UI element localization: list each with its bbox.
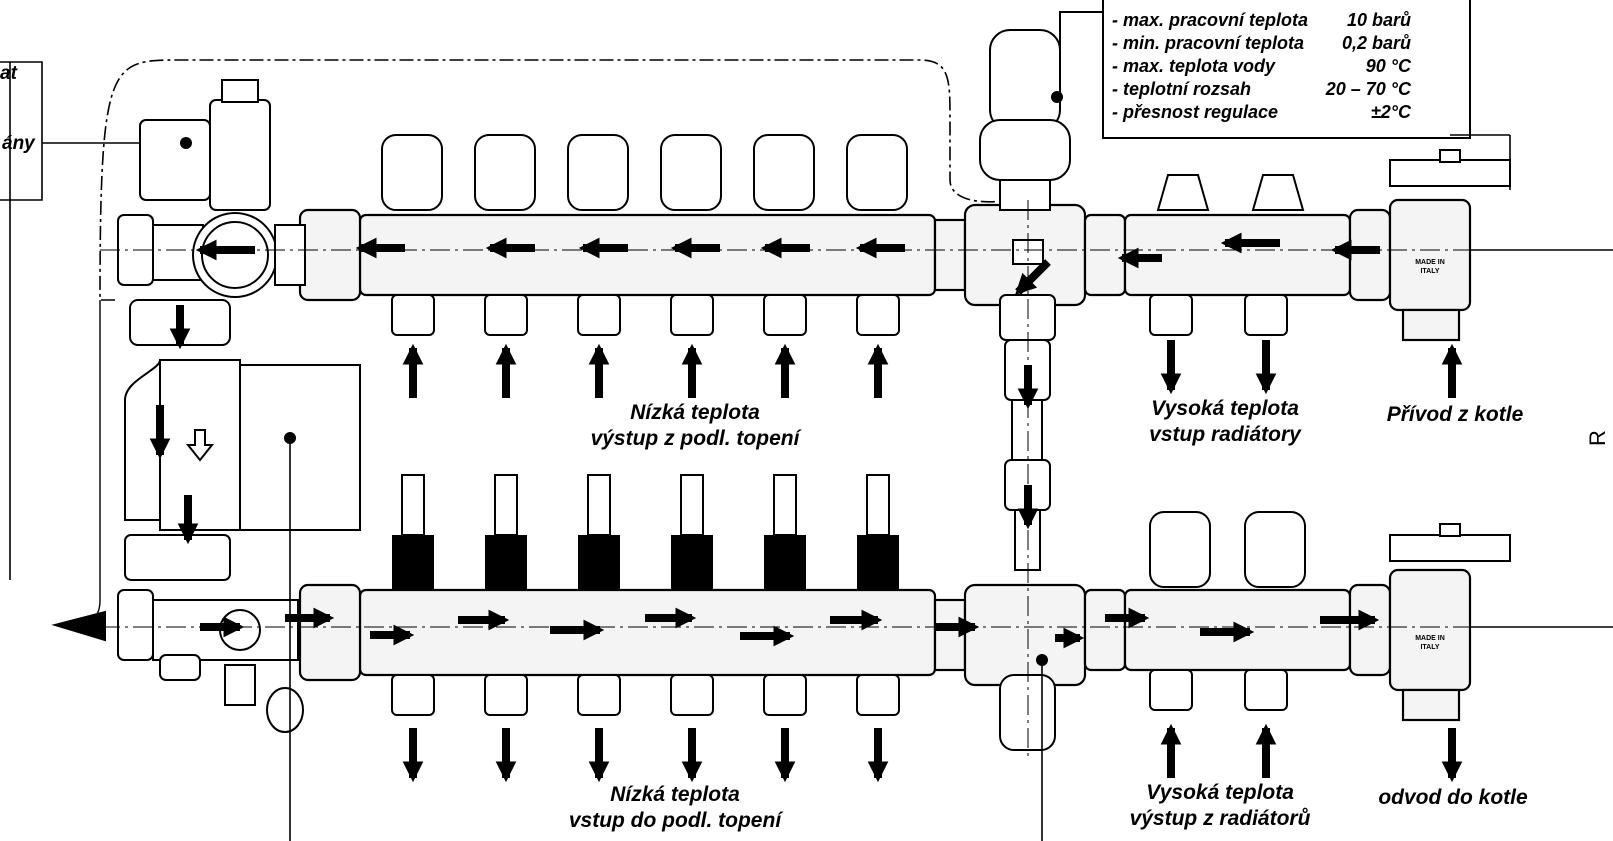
label-low-temp-out-line2: výstup z podl. topení <box>590 427 800 450</box>
ball-valve-handles <box>1389 149 1511 562</box>
label-high-temp-in-line2: vstup radiátory <box>1149 423 1301 446</box>
label-low-temp-out: Nízká teplota výstup z podl. topení <box>540 400 850 452</box>
label-low-temp-in-line2: vstup do podl. topení <box>568 809 782 832</box>
ball-valve-markings: MADE IN ITALY MADE IN ITALY <box>1415 259 1445 651</box>
label-high-temp-in: Vysoká teplota vstup radiátory <box>1110 396 1340 448</box>
label-high-temp-in-line1: Vysoká teplota <box>1151 397 1299 420</box>
valve-marking-bottom-2: ITALY <box>1420 644 1439 651</box>
valve-marking-top-2: ITALY <box>1420 268 1439 275</box>
left-valve-top <box>117 79 306 346</box>
spec-value-4: 20 – 70 °C <box>1325 79 1411 99</box>
flow-meter-bases <box>392 535 899 590</box>
label-low-temp-in: Nízká teplota vstup do podl. topení <box>520 782 830 834</box>
spec-name-4: - teplotní rozsah <box>1112 79 1251 99</box>
spec-name-5: - přesnost regulace <box>1112 102 1279 122</box>
label-low-temp-in-line1: Nízká teplota <box>610 783 740 806</box>
label-low-temp-out-line1: Nízká teplota <box>630 401 760 424</box>
left-frame <box>0 61 140 580</box>
spec-name-2: - min. pracovní teplota <box>1112 33 1305 53</box>
capillary-lower <box>54 300 101 626</box>
label-high-temp-out-line2: výstup z radiátorů <box>1129 807 1311 830</box>
spec-value-2: 0,2 barů <box>1341 33 1411 53</box>
left-valve-bottom <box>51 589 304 733</box>
flow-meters <box>401 474 1306 588</box>
valve-marking-bottom-1: MADE IN <box>1415 635 1445 642</box>
spec-value-3: 90 °C <box>1365 56 1411 76</box>
spec-name-3: - max. teplota vody <box>1112 56 1276 76</box>
fragment-right-edge: R <box>1584 430 1610 446</box>
flow-arrows <box>149 232 1463 783</box>
fragment-left: ány <box>2 133 35 154</box>
spec-value-1: 10 barů <box>1346 10 1411 30</box>
label-high-temp-out-line1: Vysoká teplota <box>1146 781 1294 804</box>
valve-marking-top-1: MADE IN <box>1415 259 1445 266</box>
label-boiler-supply: Přívod z kotle <box>1386 403 1524 426</box>
outlet-fittings <box>391 294 1288 716</box>
label-high-temp-out: Vysoká teplota výstup z radiátorů <box>1100 780 1340 832</box>
pump <box>124 359 361 581</box>
top-knobs <box>381 134 1305 211</box>
spec-value-5: ±2°C <box>1370 102 1411 122</box>
fragment-top-left: at <box>0 63 17 84</box>
leader-lines <box>289 438 1043 841</box>
label-boiler-return: odvod do kotle <box>1378 786 1528 809</box>
spec-name-1: - max. pracovní teplota <box>1112 10 1309 30</box>
capillary-tube <box>99 59 1011 301</box>
